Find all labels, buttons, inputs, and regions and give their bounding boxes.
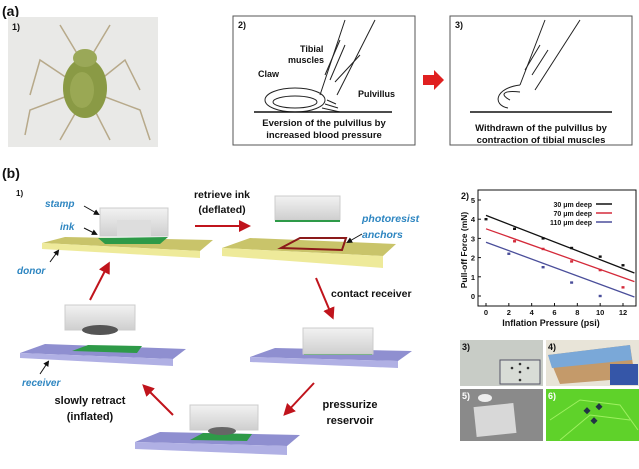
data-point	[513, 240, 517, 243]
panel-a-label: (a)	[2, 3, 19, 19]
x-tick-label: 2	[507, 308, 511, 317]
arrow-retract-icon	[142, 384, 174, 416]
scene-receiver-contact	[250, 327, 412, 368]
arrow-up-icon	[89, 261, 110, 301]
fit-line	[485, 228, 635, 283]
fit-line	[485, 241, 635, 298]
y-tick-label: 4	[471, 215, 476, 224]
caption-2-line1: Eversion of the pulvillus by	[262, 118, 386, 129]
image-label-3: 3)	[462, 342, 470, 352]
x-tick-label: 6	[552, 308, 556, 317]
x-tick-label: 4	[530, 308, 535, 317]
y-tick-label: 1	[471, 273, 475, 282]
panel-b-label: (b)	[2, 165, 20, 181]
x-tick-label: 0	[484, 308, 488, 317]
photoresist-label: photoresist	[361, 213, 420, 225]
plot-frame	[477, 189, 637, 307]
panel-a3-label: 3)	[455, 20, 463, 30]
image-panel-5: 5)	[460, 389, 543, 441]
data-point	[621, 264, 625, 267]
data-point	[507, 252, 511, 255]
panel-a2-label: 2)	[238, 20, 246, 30]
chart-panel-label: 2)	[461, 191, 469, 201]
caption-2-line2: increased blood pressure	[266, 130, 382, 141]
legend-entry: 30 μm deep	[553, 202, 592, 209]
retrieve-label-line1: retrieve ink	[194, 189, 250, 201]
aphid-photo	[8, 17, 158, 147]
data-point	[484, 218, 488, 221]
image-panel-6: 6)	[546, 389, 639, 441]
scene-receiver-release	[20, 304, 186, 366]
y-axis-label: Pull-off Force (mN)	[459, 212, 469, 289]
data-point	[541, 266, 545, 269]
image-panel-4: 4)	[546, 340, 639, 386]
image-label-4: 4)	[548, 342, 556, 352]
data-point	[598, 255, 602, 258]
scene-receiver-inflated	[135, 404, 300, 455]
scene-donor-stamp	[42, 207, 213, 258]
image-label-5: 5)	[462, 391, 470, 401]
retrieve-label-line2: (deflated)	[198, 204, 245, 216]
data-point	[598, 268, 602, 272]
x-tick-label: 12	[619, 308, 627, 317]
claw-label: Claw	[258, 69, 280, 79]
data-point	[621, 286, 625, 289]
data-point	[570, 246, 574, 250]
data-point	[570, 281, 574, 284]
retract-label-line2: (inflated)	[67, 411, 114, 423]
y-tick-label: 2	[471, 254, 475, 263]
donor-label: donor	[17, 266, 46, 277]
pull-off-force-chart: 2) Inflation Pressure (psi) Pull-off For…	[459, 189, 637, 328]
y-tick-label: 5	[471, 196, 475, 205]
pulvillus-label: Pulvillus	[358, 89, 395, 99]
pressurize-label-line1: pressurize	[322, 399, 377, 411]
caption-3-line1: Withdrawn of the pulvillus by	[475, 123, 608, 134]
fit-line	[485, 214, 635, 274]
arrow-contact-icon	[315, 277, 335, 320]
anchors-label: anchors	[362, 229, 403, 241]
arrow-pressurize-icon	[283, 382, 315, 416]
svg-text:slowly retract(inflated): slowly retract (inflated)	[55, 395, 126, 423]
panel-b1-label: 1)	[16, 189, 23, 198]
red-arrow-icon	[423, 70, 444, 90]
retract-label-line1: slowly retract	[55, 395, 126, 407]
muscles-label: muscles	[288, 55, 324, 65]
x-tick-label: 8	[575, 308, 579, 317]
data-point	[513, 227, 517, 230]
pressurize-label-line2: reservoir	[326, 415, 374, 427]
data-point	[541, 237, 545, 240]
svg-text:retrieve ink(deflated): retrieve ink (deflated)	[194, 189, 250, 216]
legend-entry: 70 μm deep	[553, 211, 592, 218]
y-tick-label: 0	[471, 292, 475, 301]
legend-entry: 110 μm deep	[550, 220, 592, 227]
svg-text:Withdrawn of the pulvillus byc: Withdrawn of the pulvillus bycontraction…	[475, 123, 608, 146]
tibial-label: Tibial	[300, 44, 323, 54]
image-label-6: 6)	[548, 391, 556, 401]
data-point	[541, 247, 545, 251]
image-panel-3: 3)	[460, 340, 543, 386]
y-tick-label: 3	[471, 234, 475, 243]
data-point	[570, 260, 574, 263]
ink-label: ink	[60, 222, 75, 233]
data-point	[598, 294, 602, 298]
x-tick-label: 10	[596, 308, 604, 317]
stamp-label: stamp	[45, 199, 74, 210]
contact-receiver-label: contact receiver	[331, 288, 412, 300]
x-axis-label: Inflation Pressure (psi)	[502, 318, 600, 328]
photo-label-1: 1)	[12, 22, 20, 32]
caption-3-line2: contraction of tibial muscles	[477, 135, 606, 146]
receiver-label: receiver	[22, 378, 61, 389]
